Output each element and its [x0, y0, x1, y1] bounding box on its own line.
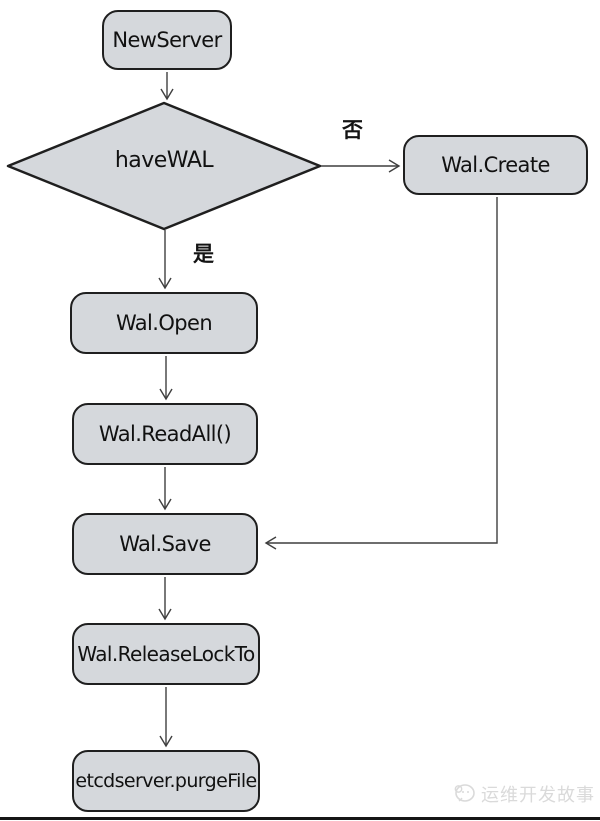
node-walreleaselockto: Wal.ReleaseLockTo	[72, 623, 260, 685]
node-walreadall-label: Wal.ReadAll()	[98, 422, 232, 446]
node-walcreate-label: Wal.Create	[441, 153, 550, 177]
node-newserver-label: NewServer	[112, 28, 222, 52]
node-havewal-label: haveWAL	[114, 147, 214, 173]
node-etcdserver-purgefile: etcdserver.purgeFile	[72, 750, 260, 812]
node-walreadall: Wal.ReadAll()	[72, 403, 258, 465]
node-walsave-label: Wal.Save	[119, 532, 211, 556]
node-walcreate: Wal.Create	[403, 135, 588, 195]
bottom-border-line	[0, 817, 600, 820]
edge-label-no: 否	[342, 118, 363, 142]
node-walopen-label: Wal.Open	[115, 311, 213, 335]
node-walopen: Wal.Open	[70, 292, 258, 354]
chat-bubble-icon	[454, 784, 475, 802]
node-walreleaselockto-label: Wal.ReleaseLockTo	[77, 642, 255, 666]
node-walsave: Wal.Save	[72, 513, 258, 575]
watermark-text: 运维开发故事	[481, 785, 595, 806]
node-havewal-label-wrap: haveWAL	[84, 140, 244, 180]
node-newserver: NewServer	[102, 10, 232, 70]
node-etcdserver-purgefile-label: etcdserver.purgeFile	[75, 770, 257, 792]
edge-walcreate-walsave	[264, 197, 498, 550]
node-havewal-shape	[6, 101, 322, 231]
edge-label-yes: 是	[193, 242, 214, 266]
watermark: 运维开发故事	[452, 781, 595, 807]
